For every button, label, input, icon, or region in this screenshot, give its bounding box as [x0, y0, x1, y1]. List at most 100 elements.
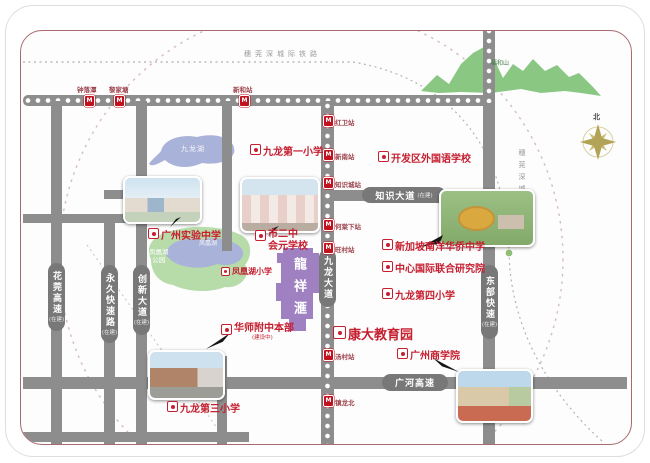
- radius-circle: [58, 31, 564, 444]
- school-icon: [397, 348, 408, 359]
- poi-kaifaqu-foreign-school: 开发区外国语学校: [378, 150, 471, 165]
- metro-station-icon: M: [323, 177, 334, 189]
- school-icon: [382, 261, 393, 272]
- station-label-wangcun: 旺村站: [335, 246, 355, 254]
- station-label-hongwei: 红卫站: [335, 119, 355, 127]
- poi-singapore-nanyang: 新加坡南洋华侨中学: [382, 238, 485, 253]
- intercity-rail-curve: [352, 61, 604, 443]
- road-label-guanghe: 广河高速: [382, 374, 448, 391]
- road-label-east: 东部快速 (在建): [481, 265, 498, 339]
- metro-station-icon: M: [114, 95, 125, 107]
- station-label-tangcun: 汤村站: [335, 353, 355, 361]
- road-label-jiulong-text: 九龙大道: [322, 256, 332, 300]
- road-label-zhishi-text: 知识大道: [375, 191, 416, 202]
- road-label-guanghe-text: 广河高速: [394, 379, 435, 389]
- station-label-xinnan: 新南站: [335, 153, 355, 161]
- pointer-shierzhong: [268, 226, 279, 236]
- metro-station-icon: M: [323, 149, 334, 161]
- road-label-huawan-text: 花莞高速: [51, 271, 61, 315]
- compass-north-label: 北: [593, 113, 600, 121]
- project-site: [276, 248, 319, 331]
- poi-label: 华师附中本部: [234, 323, 294, 334]
- poi-label: 康大教育园: [348, 328, 414, 343]
- school-icon: [250, 144, 261, 155]
- road-vertical-mid: [222, 101, 232, 251]
- road-label-huawan: 花莞高速 (在建): [48, 263, 65, 331]
- poi-guangzhou-experimental: 广州实验中学: [148, 227, 221, 242]
- fenghuang-park-label: 凤凰湖 公园: [149, 248, 169, 265]
- school-icon: [148, 228, 159, 239]
- pointer-experimental: [170, 217, 181, 227]
- station-label-zhishicheng: 知识城站: [335, 181, 361, 189]
- metro-station-icon: M: [323, 242, 334, 254]
- photo-sky: [125, 178, 200, 198]
- poi-label-sub: (建设中): [252, 334, 273, 341]
- poi-label: 九龙第四小学: [395, 291, 455, 302]
- poi-label: 广州实验中学: [161, 231, 221, 242]
- metro-station-icon: M: [239, 95, 250, 107]
- rail-stop-icon: [504, 248, 514, 258]
- photo-track: [458, 406, 531, 421]
- jiulong-lake: [149, 135, 235, 167]
- fenghuang-park-label-line1: 凤凰湖: [149, 248, 169, 256]
- photo-building: [458, 387, 531, 406]
- photo-sky: [242, 179, 318, 195]
- jiulong-lake-label: 九龙湖: [181, 145, 205, 153]
- school-icon: [255, 230, 266, 241]
- road-label-zhishi-status: (在建): [417, 193, 433, 199]
- road-vertical-south: [217, 356, 227, 444]
- road-label-zhishi: 知识大道 (在建): [362, 187, 446, 203]
- road-west-short: [23, 214, 163, 223]
- poi-label: 新加坡南洋华侨中学: [395, 242, 485, 253]
- photo-guangzhou-business-college: [456, 369, 533, 423]
- station-label-lijiatang: 黎家塘: [109, 86, 129, 94]
- poi-jiulong-fourth-primary: 九龙第四小学: [382, 287, 455, 302]
- station-label-hetangxia: 何棠下站: [335, 223, 361, 231]
- mountain-label: 福和山: [491, 60, 510, 67]
- school-icon: [221, 267, 230, 276]
- station-label-xinhe: 新和站: [233, 86, 253, 94]
- intercity-rail-top-label: 穗莞深城际铁路: [244, 50, 321, 58]
- road-label-yongjiu-status: (在建): [101, 329, 118, 336]
- station-label-zhenlongbei: 镇龙北: [335, 399, 355, 407]
- road-east-expressway-rail-segment: [483, 31, 495, 103]
- photo-ground: [150, 387, 223, 398]
- photo-sky: [150, 352, 223, 369]
- poi-label: 开发区外国语学校: [391, 154, 471, 165]
- photo-building: [150, 368, 223, 388]
- road-label-yongjiu-text: 永久快速路: [104, 272, 114, 328]
- photo-building: [242, 194, 318, 224]
- road-label-east-status: (在建): [481, 322, 498, 328]
- outer-frame: [5, 5, 645, 457]
- school-icon: [382, 239, 393, 250]
- school-icon: [333, 326, 346, 339]
- poi-label: 九龙第一小学: [263, 147, 323, 158]
- road-metro-topline: [23, 95, 493, 106]
- photo-ground: [125, 211, 200, 222]
- school-icon: [167, 401, 178, 412]
- poi-label: 九龙第三小学: [180, 404, 240, 415]
- poi-label: 中心国际联合研究院: [395, 264, 485, 275]
- metro-station-icon: M: [323, 219, 334, 231]
- fenghuang-lake-label: 凤凰湖: [199, 240, 218, 247]
- photo-school-aerial: [439, 189, 535, 247]
- photo-stadium: [457, 206, 495, 231]
- map-card: 穗莞深城际铁路 穗莞深城际铁路 北 福和山 九龙湖 凤凰湖 凤凰湖 公园 龍祥滙…: [20, 30, 632, 445]
- photo-huashi-fuzhong: [148, 350, 225, 400]
- road-label-jiulong: 九龙大道: [319, 249, 336, 307]
- road-label-yongjiu: 永久快速路 (在建): [101, 265, 118, 343]
- map-shapes: [23, 31, 616, 444]
- road-label-huawan-status: (在建): [48, 317, 65, 323]
- school-icon: [221, 324, 232, 335]
- poi-center-intl-research: 中心国际联合研究院: [382, 260, 485, 275]
- project-name: 龍祥滙: [291, 257, 306, 323]
- photo-building: [498, 215, 524, 230]
- photo-ground: [242, 223, 318, 231]
- metro-station-icon: M: [323, 115, 334, 127]
- poi-guangzhou-business-college: 广州商学院: [397, 347, 460, 362]
- poi-label-line2: 会元学校: [268, 240, 308, 252]
- poi-label: 广州商学院: [410, 351, 460, 362]
- road-label-chuangxin: 创新大道 (在建): [133, 265, 150, 335]
- poi-kangda-education-park: 康大教育园: [333, 324, 413, 343]
